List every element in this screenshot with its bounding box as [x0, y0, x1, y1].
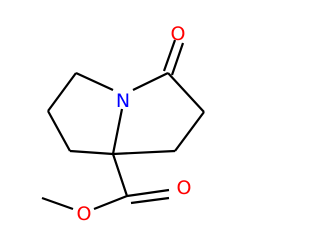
molecule-structure: N O O O — [41, 23, 205, 225]
bond-ester-c-o-double-a — [126, 188, 170, 198]
bond-ester-c-o-single — [93, 194, 128, 211]
structure-canvas: N O O O — [41, 23, 205, 225]
ester-carbonyl-oxygen-atom-label: O — [177, 177, 192, 199]
bond-c7-c7a — [69, 149, 114, 156]
bond-c2-c1 — [174, 111, 205, 152]
bond-c3-c2 — [167, 72, 205, 113]
bond-c7a-ester-carbon — [111, 153, 129, 197]
bond-ester-c-o-double-b — [130, 196, 170, 205]
bond-o-methyl — [41, 196, 74, 211]
nitrogen-atom-label: N — [116, 90, 130, 112]
ester-ether-oxygen-atom-label: O — [77, 203, 92, 225]
bond-c6-c7 — [47, 110, 71, 152]
bond-c7a-n — [111, 108, 124, 155]
bond-n-c3 — [132, 72, 169, 91]
bond-c5-c6 — [47, 72, 77, 112]
carbonyl-oxygen-atom-label: O — [171, 23, 186, 45]
bond-c3-o-double-a — [162, 39, 177, 72]
bond-c1-c7a — [112, 149, 176, 156]
bond-n-c5 — [75, 72, 114, 91]
bond-c3-o-double-b — [170, 42, 185, 76]
